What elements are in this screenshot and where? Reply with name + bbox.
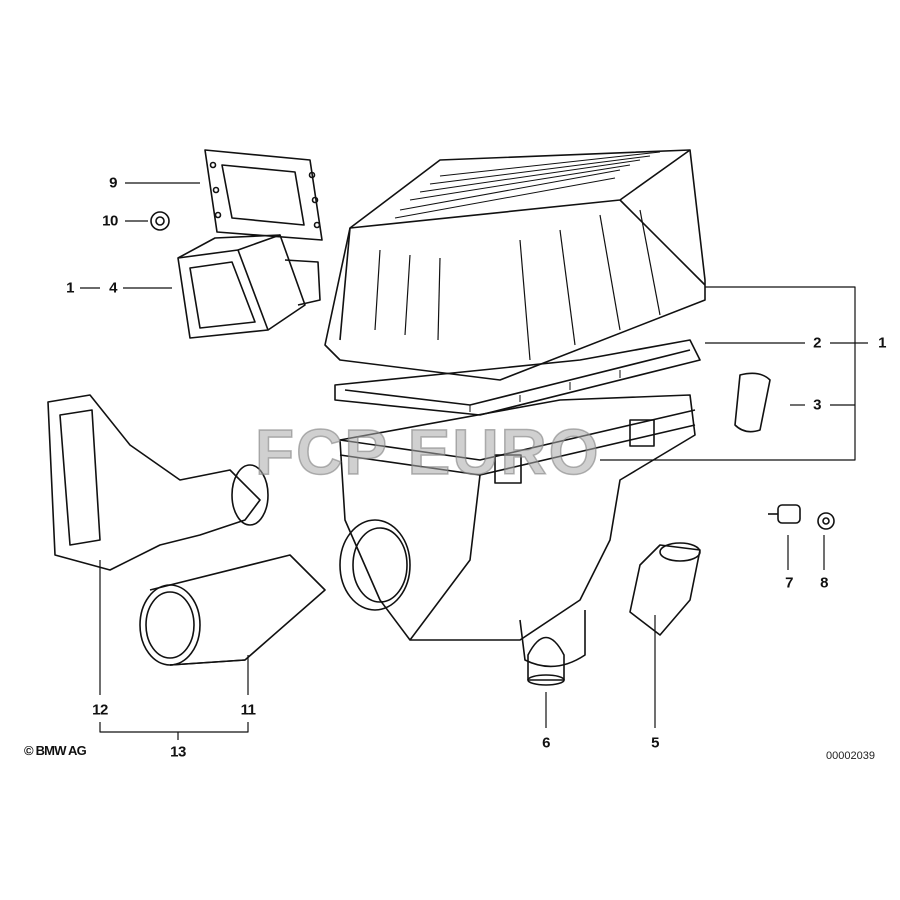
part-2-filter <box>334 339 701 416</box>
callout-1-left: 1 <box>66 279 74 297</box>
part-3-clip <box>734 372 771 433</box>
callout-3: 3 <box>813 396 821 414</box>
part-lid <box>324 149 706 381</box>
copyright-text: © BMW AG <box>24 743 87 758</box>
part-12-snorkel <box>47 394 269 571</box>
part-8-nut <box>817 512 835 530</box>
callout-12: 12 <box>92 701 108 719</box>
part-10-nut <box>150 211 170 231</box>
callout-2: 2 <box>813 334 821 352</box>
part-5-hose <box>629 542 701 636</box>
part-7-mount <box>768 504 801 524</box>
callout-8: 8 <box>820 574 828 592</box>
part-11-tube <box>139 554 326 666</box>
callout-7: 7 <box>785 574 793 592</box>
part-housing <box>339 394 696 668</box>
callout-13: 13 <box>170 743 186 761</box>
callout-1-right: 1 <box>878 334 886 352</box>
callout-4: 4 <box>109 279 117 297</box>
part-9-gasket <box>204 149 323 241</box>
drawing-number: 00002039 <box>826 750 875 762</box>
callout-6: 6 <box>542 734 550 752</box>
part-4-duct <box>177 234 321 339</box>
leader-lines <box>80 182 868 740</box>
callout-11: 11 <box>240 701 256 719</box>
callout-10: 10 <box>102 212 118 230</box>
part-6-cap <box>527 636 565 686</box>
watermark: FCP EURO <box>254 415 601 489</box>
callout-5: 5 <box>651 734 659 752</box>
callout-9: 9 <box>109 174 117 192</box>
